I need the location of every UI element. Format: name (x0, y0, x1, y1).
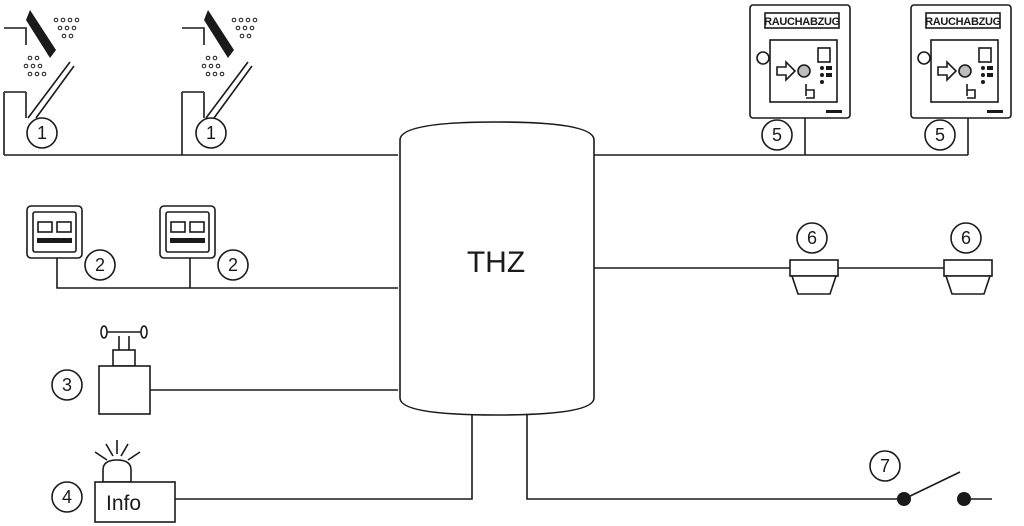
alarm-box (94, 481, 176, 523)
weather-sensor: 3 (51, 325, 151, 415)
hand-pointer-icon (805, 84, 815, 99)
detector-head (790, 275, 838, 295)
switch-bar (170, 238, 205, 243)
callout-circle (950, 222, 982, 254)
callout-circle (217, 249, 249, 281)
alarm-signal: Info 4 (51, 440, 176, 523)
callout-number: 2 (95, 255, 105, 275)
switch-bar (37, 238, 72, 243)
hand-pointer-icon (966, 84, 976, 99)
detector-base (789, 259, 839, 277)
callout-circle (84, 249, 116, 281)
line-contact (526, 415, 900, 500)
sensor-cap-right (140, 325, 148, 339)
central-unit-body (399, 121, 595, 416)
callout-circle (869, 450, 901, 482)
key-icon (756, 51, 770, 65)
window-frame (182, 27, 205, 118)
line-switches-bus (56, 258, 398, 289)
vent-switch-1: 2 (26, 205, 116, 281)
panel-title-box (925, 12, 1001, 29)
window-actuator-1: 1 (4, 10, 80, 149)
contact-lever (903, 471, 961, 500)
indicator-leds (981, 66, 993, 84)
key-icon (917, 51, 931, 65)
switch-housing (159, 205, 216, 259)
alarm-box-label: Info (106, 492, 141, 515)
window-actuator-2: 1 (182, 10, 258, 149)
switch-button-right (189, 221, 205, 233)
sensor-cap-left (100, 325, 108, 339)
sensor-neck (112, 349, 136, 367)
air-dots (23, 17, 80, 77)
panel-bottom-strip (987, 110, 1003, 113)
panel-bottom-strip (826, 110, 842, 113)
callout-number: 4 (62, 487, 72, 507)
callout-number: 2 (228, 255, 238, 275)
callout-number: 5 (772, 125, 782, 145)
arrow-icon (937, 60, 958, 82)
switch-button-left (37, 221, 53, 233)
smoke-detector-1: 6 (789, 222, 839, 295)
indicator-panel (817, 47, 831, 63)
air-dots (201, 17, 258, 77)
switch-button-right (56, 221, 72, 233)
alarm-rays (94, 440, 141, 461)
alarm-lamp (102, 459, 132, 483)
callout-number: 5 (935, 125, 945, 145)
callout-number: 6 (961, 228, 971, 248)
smoke-vent-panel-1: RAUCHABZUG 5 (749, 4, 851, 151)
switch-housing (26, 205, 83, 259)
window-sash (27, 61, 75, 119)
switch-plate (165, 211, 210, 253)
callout-number: 7 (880, 456, 890, 476)
smoke-vent-panel-2: RAUCHABZUG 5 (910, 4, 1012, 151)
indicator-leds (820, 66, 832, 84)
window-actuator-bar (204, 10, 234, 58)
callout-circle (796, 222, 828, 254)
sensor-stem (118, 336, 130, 350)
window-frame (4, 27, 27, 118)
callout-circle (51, 369, 83, 401)
callout-number: 1 (206, 123, 216, 143)
contact-terminal-right (957, 492, 971, 506)
callout-circle (761, 119, 793, 151)
panel-title-box (764, 12, 840, 29)
contact-switch: 7 (869, 450, 971, 506)
callout-circle (26, 117, 58, 149)
callout-number: 6 (807, 228, 817, 248)
vent-switch-2: 2 (159, 205, 249, 281)
panel-title: RAUCHABZUG (764, 16, 840, 28)
callout-circle (924, 119, 956, 151)
callout-number: 3 (62, 375, 72, 395)
line-alarm (175, 415, 473, 500)
arrow-icon (776, 60, 797, 82)
push-button (797, 64, 811, 78)
panel-title: RAUCHABZUG (925, 16, 1001, 28)
smoke-detector-2: 6 (943, 222, 993, 295)
push-button (958, 64, 972, 78)
callout-number: 1 (37, 123, 47, 143)
central-unit: THZ (399, 121, 595, 416)
switch-button-left (170, 221, 186, 233)
indicator-panel (978, 47, 992, 63)
window-actuator-bar (26, 10, 56, 58)
central-unit-label: THZ (467, 246, 525, 279)
switch-plate (32, 211, 77, 253)
callout-circle (195, 117, 227, 149)
window-sash (205, 61, 253, 119)
callout-circle (51, 481, 83, 513)
detector-head (944, 275, 992, 295)
connection-lines (3, 92, 992, 500)
detector-base (943, 259, 993, 277)
sensor-box (98, 365, 151, 415)
